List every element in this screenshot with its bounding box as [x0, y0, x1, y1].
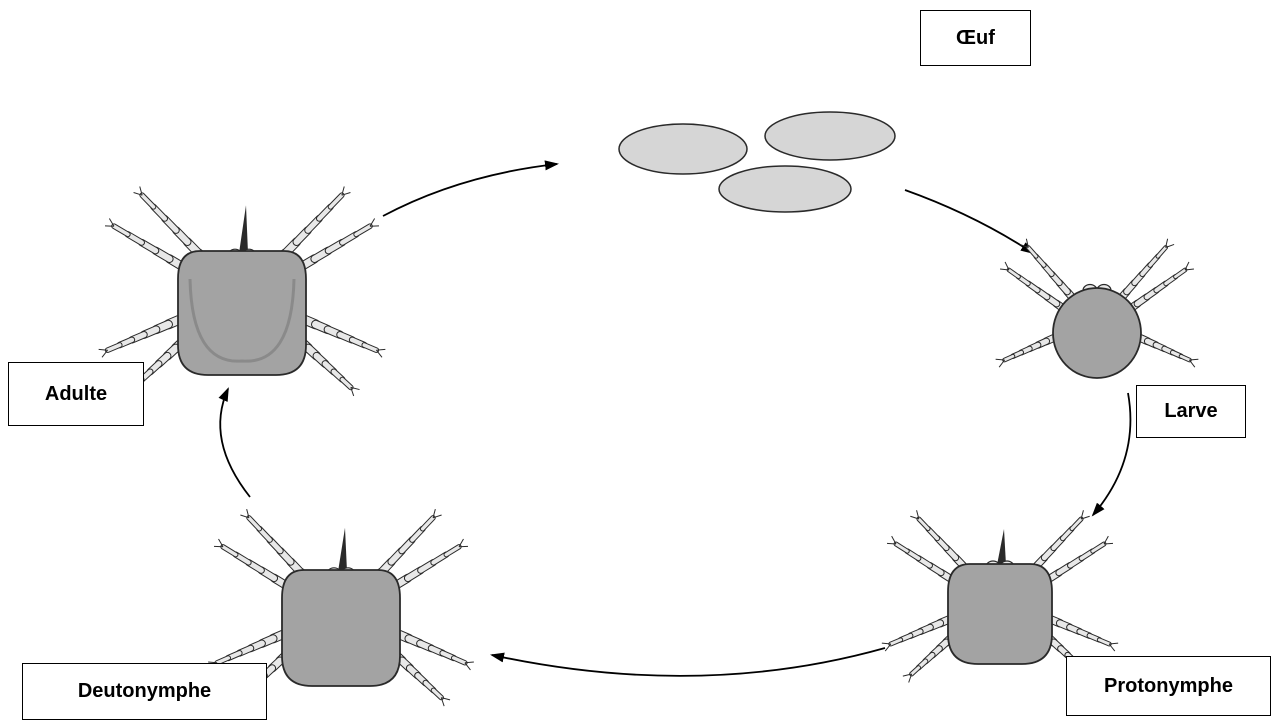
arrow-larva-to-protonymph [1091, 392, 1132, 517]
protonymph-mite-icon [881, 510, 1119, 683]
label-adult: Adulte [8, 362, 144, 426]
arrow-egg-to-larva [904, 189, 1035, 255]
egg-icon [764, 111, 896, 161]
egg-cluster [618, 111, 896, 213]
arrow-adult-to-egg [382, 160, 559, 217]
arrow-protonymph-to-deutonymph [490, 647, 886, 677]
adult-mite-icon [98, 186, 386, 397]
egg-icon [718, 165, 852, 213]
larva-mite-icon [995, 238, 1199, 379]
cycle-arrows [218, 160, 1132, 677]
arrow-deutonymph-to-adult [218, 387, 251, 498]
label-protonymph: Protonymphe [1066, 656, 1271, 716]
label-egg: Œuf [920, 10, 1031, 66]
label-deutonymph: Deutonymphe [22, 663, 267, 720]
mites-layer [98, 186, 1199, 707]
egg-icon [618, 123, 748, 175]
label-larva: Larve [1136, 385, 1246, 438]
